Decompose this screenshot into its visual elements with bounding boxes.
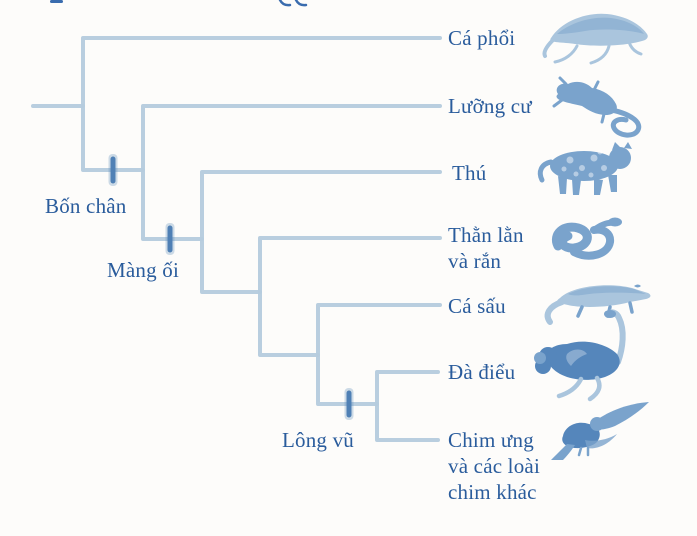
taxon-label-da-dieu: Đà điểu (448, 360, 516, 384)
taxon-label-thu: Thú (452, 161, 487, 185)
trait-tick-long-vu (344, 388, 354, 420)
taxon-label-than-lan-va-ran: Thằn lằn và rắn (448, 223, 524, 273)
taxon-label-ca-sau: Cá sấu (448, 294, 506, 318)
taxon-label-ca-phoi: Cá phổi (448, 26, 516, 50)
snake-icon (552, 217, 622, 260)
branch-ostrich-and-other-birds (375, 370, 440, 442)
salamander-icon (552, 76, 642, 138)
mammal-icon (537, 142, 632, 195)
trait-ticks (108, 154, 354, 420)
tree-branches (31, 36, 442, 442)
trait-label-bon-chan: Bốn chân (45, 194, 127, 218)
cropped-text-fragments (50, 0, 308, 7)
crocodile-icon (544, 284, 651, 325)
trait-label-mang-oi: Màng ối (107, 258, 179, 282)
ostrich-icon (534, 309, 626, 402)
taxon-label-luong-cu: Lưỡng cư (448, 94, 532, 118)
branch-mammals-and-reptiles (200, 170, 442, 294)
hawk-icon (551, 402, 649, 460)
taxon-label-chim-ung: Chim ưng và các loài chim khác (448, 428, 540, 504)
trait-tick-bon-chan (108, 154, 118, 186)
lungfish-icon (542, 13, 648, 65)
trait-tick-mang-oi (165, 223, 175, 255)
branch-lizards-and-archosaurs (258, 236, 442, 357)
trait-label-long-vu: Lông vũ (282, 428, 354, 452)
